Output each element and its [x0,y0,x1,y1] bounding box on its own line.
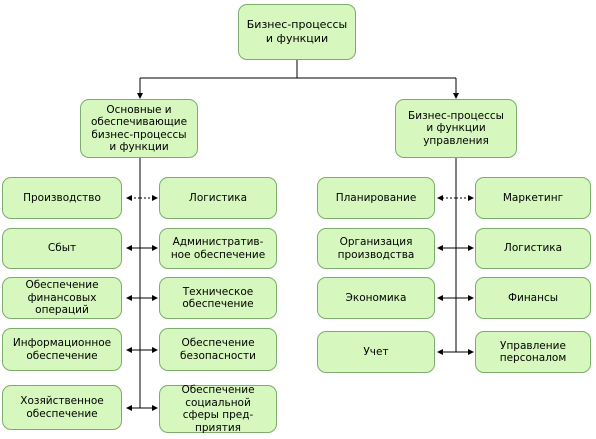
right-col2-node: Управление персоналом [475,331,591,373]
left-col1-node: Обеспечение финансовых операций [2,277,122,319]
right-col2-node: Маркетинг [475,177,591,219]
right-title-node: Бизнес-процессы и функции управления [395,99,517,158]
left-col2-node: Логистика [159,177,277,219]
left-col2-node: Административ- ное обеспечение [159,228,277,269]
right-col1-node: Экономика [317,277,435,319]
root-node: Бизнес-процессы и функции [238,4,356,60]
left-col1-node: Сбыт [2,228,122,269]
left-col2-node: Техническое обеспечение [159,277,277,319]
left-title-node: Основные и обеспечивающие бизнес-процесс… [80,99,198,158]
right-col1-node: Планирование [317,177,435,219]
left-col1-node: Хозяйственное обеспечение [2,385,122,430]
left-col2-node: Обеспечение социальной сферы пред- прият… [159,384,277,434]
right-col1-node: Организация производства [317,228,435,269]
right-col1-node: Учет [317,331,435,373]
right-col2-node: Финансы [475,277,591,319]
left-col2-node: Обеспечение безопасности [159,328,277,371]
right-col2-node: Логистика [475,228,591,269]
left-col1-node: Производство [2,177,122,219]
left-col1-node: Информационное обеспечение [2,328,122,371]
